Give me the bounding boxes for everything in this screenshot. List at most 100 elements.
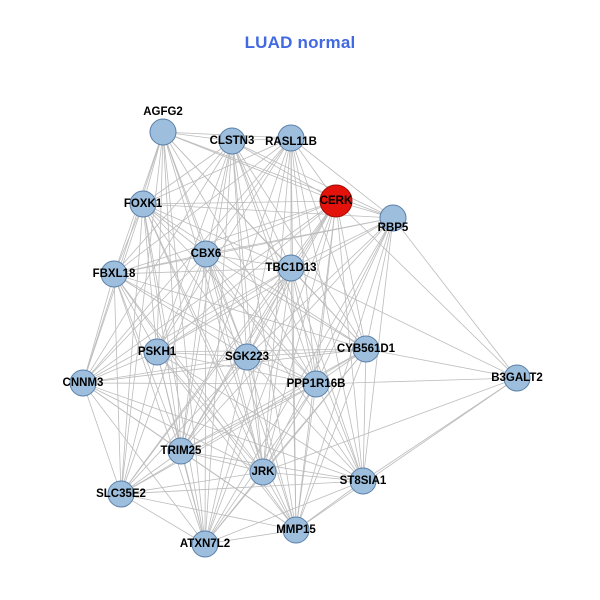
network-edge	[246, 137, 292, 358]
network-edge	[113, 267, 292, 275]
network-edge	[82, 382, 317, 385]
network-edge	[113, 273, 297, 531]
network-edge	[120, 200, 337, 495]
node-layer	[69, 118, 531, 558]
network-edge	[204, 217, 394, 545]
network-edge	[290, 137, 367, 350]
network-edge	[204, 480, 364, 545]
network-edge	[295, 348, 367, 531]
network-edge	[120, 253, 207, 495]
network-edge	[120, 267, 292, 495]
network-node	[218, 127, 246, 155]
network-edge	[362, 348, 367, 482]
network-node	[379, 204, 407, 232]
network-edge	[142, 203, 248, 358]
network-edge	[246, 356, 297, 531]
network-edge	[113, 273, 317, 385]
network-edge	[113, 200, 337, 275]
network-edge	[246, 348, 367, 358]
network-edge	[290, 137, 297, 531]
network-node	[352, 335, 380, 363]
node-label: TBC1D13	[265, 262, 316, 274]
node-label: ST8SIA1	[340, 475, 387, 487]
network-edge	[156, 137, 292, 353]
network-node-highlighted	[319, 184, 353, 218]
network-edge	[204, 471, 264, 545]
network-edge	[113, 137, 292, 275]
edge-layer	[82, 131, 518, 545]
network-edge	[156, 351, 248, 358]
network-node	[192, 240, 220, 268]
network-edge	[113, 273, 158, 353]
network-edge	[82, 137, 292, 384]
network-edge	[180, 450, 297, 531]
node-label: RBP5	[378, 222, 409, 234]
network-edge	[156, 140, 233, 353]
network-edge	[120, 471, 264, 495]
network-node	[167, 437, 195, 465]
network-edge	[82, 348, 367, 384]
node-label: CNNM3	[63, 377, 104, 389]
network-edge	[262, 377, 518, 473]
plot-title: LUAD normal	[244, 33, 356, 52]
node-label: B3GALT2	[491, 372, 543, 384]
network-edge	[120, 356, 248, 495]
node-label: CYB561D1	[337, 343, 396, 355]
network-edge	[82, 203, 144, 384]
network-edge	[156, 200, 337, 353]
network-edge	[204, 200, 337, 545]
network-edge	[113, 273, 182, 452]
network-edge	[246, 267, 292, 358]
network-edge	[295, 200, 337, 531]
node-label: JRK	[251, 466, 275, 478]
network-edge	[142, 203, 158, 353]
node-label: TRIM25	[161, 445, 203, 457]
network-edge	[162, 131, 206, 545]
network-edge	[246, 217, 394, 358]
network-edge	[205, 253, 264, 473]
network-node	[282, 516, 310, 544]
network-edge	[113, 273, 367, 350]
network-edge	[180, 200, 337, 452]
network-node	[503, 364, 531, 392]
network-node	[69, 369, 97, 397]
network-edge	[82, 200, 337, 384]
network-edge	[82, 382, 364, 482]
network-edge	[142, 203, 182, 452]
node-label: CERK	[320, 195, 353, 207]
network-edge	[246, 356, 364, 482]
network-node	[149, 118, 177, 146]
network-edge	[113, 273, 122, 495]
node-label: AGFG2	[143, 106, 183, 118]
network-edge	[82, 140, 233, 384]
network-edge	[142, 203, 264, 473]
network-node	[302, 370, 330, 398]
network-edge	[204, 253, 207, 545]
node-label: CBX6	[191, 248, 222, 260]
network-edge	[180, 450, 264, 473]
network-edge	[82, 267, 292, 384]
node-label: CLSTN3	[210, 135, 255, 147]
network-edge	[204, 348, 367, 545]
network-edge	[82, 253, 207, 384]
network-edge	[162, 131, 317, 385]
network-edge	[120, 351, 158, 495]
network-edge	[262, 267, 292, 473]
network-edge	[290, 217, 394, 269]
network-edge	[82, 382, 264, 473]
network-edge	[120, 493, 297, 531]
network-edge	[82, 356, 248, 384]
network-edge	[262, 383, 317, 473]
network-edge	[365, 217, 394, 350]
network-edge	[392, 217, 518, 379]
network-edge	[262, 471, 364, 482]
network-edge	[290, 267, 367, 350]
network-edge	[156, 351, 297, 531]
network-node	[129, 190, 157, 218]
network-edge	[113, 217, 394, 275]
network-node	[249, 458, 277, 486]
network-edge	[120, 348, 367, 495]
network-edge	[156, 348, 367, 353]
node-label: SLC35E2	[96, 488, 146, 500]
